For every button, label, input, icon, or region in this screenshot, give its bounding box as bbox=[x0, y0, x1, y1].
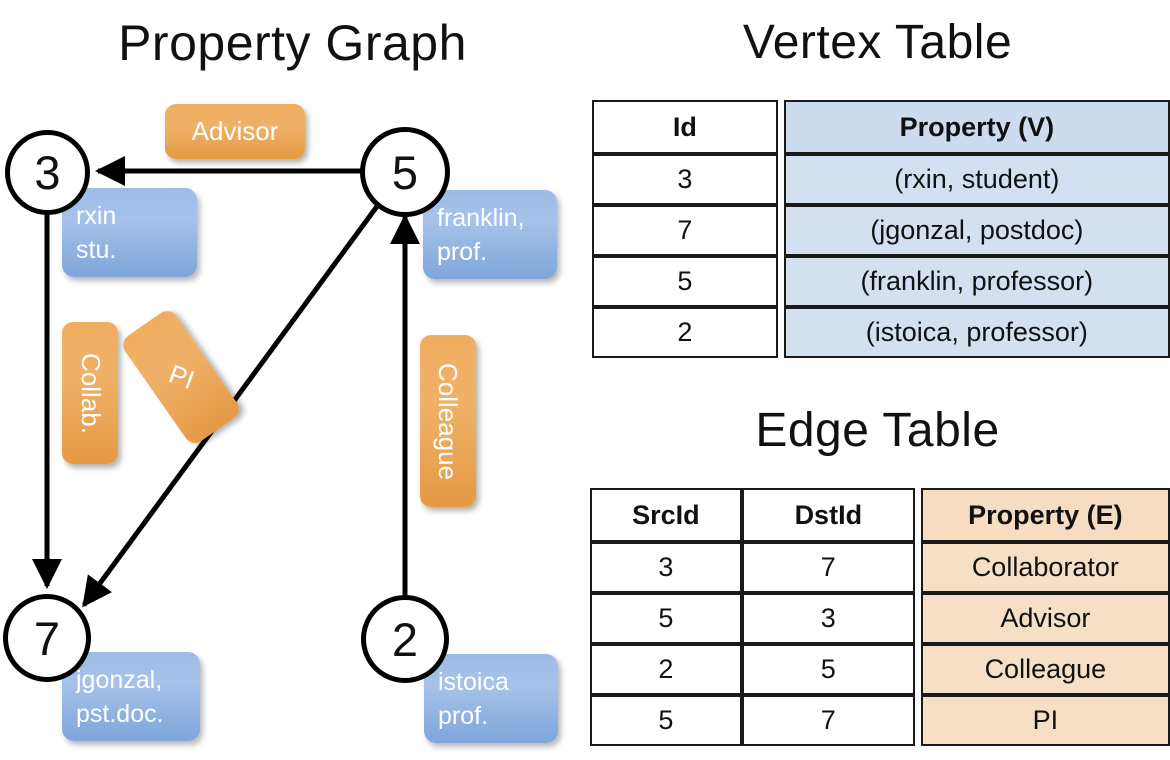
edge-row-0-src: 3 bbox=[590, 542, 742, 593]
edge-row-1-src: 5 bbox=[590, 593, 742, 644]
node-2-property-box: istoica prof. bbox=[424, 654, 558, 743]
node-2-property-line-2: prof. bbox=[438, 702, 489, 730]
vertex-row-2-id: 5 bbox=[592, 256, 778, 307]
edge-table-header-dstid: DstId bbox=[741, 488, 915, 542]
edge-label-collab-text: Collab. bbox=[75, 352, 106, 434]
node-5-property-line-1: franklin, bbox=[437, 204, 525, 232]
graph-node-5[interactable]: 5 bbox=[360, 127, 450, 217]
edge-label-colleague: Colleague bbox=[420, 335, 476, 507]
table-row: 3 7 Collaborator bbox=[590, 542, 1170, 593]
edge-row-0-dst: 7 bbox=[741, 542, 915, 593]
node-3-property-line-1: rxin bbox=[76, 202, 117, 230]
table-row: 5 7 PI bbox=[590, 695, 1170, 746]
vertex-row-1-id: 7 bbox=[592, 205, 778, 256]
vertex-table-header-id: Id bbox=[592, 100, 778, 154]
node-3-property-line-2: stu. bbox=[76, 236, 117, 264]
page-title-property-graph: Property Graph bbox=[118, 15, 467, 71]
node-7-property-line-2: pst.doc. bbox=[76, 700, 164, 728]
node-7-property-line-1: jgonzal, bbox=[76, 666, 163, 694]
vertex-row-3-property: (istoica, professor) bbox=[783, 307, 1170, 358]
vertex-row-0-property: (rxin, student) bbox=[783, 154, 1170, 205]
table-row: 2 (istoica, professor) bbox=[592, 307, 1170, 358]
table-row: 5 (franklin, professor) bbox=[592, 256, 1170, 307]
edge-table: SrcId DstId Property (E) 3 7 Collaborato… bbox=[590, 488, 1170, 746]
edge-label-advisor-text: Advisor bbox=[191, 116, 279, 146]
node-5-property-line-2: prof. bbox=[437, 238, 488, 266]
page-title-vertex-table: Vertex Table bbox=[742, 16, 1013, 69]
edge-row-3-property: PI bbox=[920, 695, 1170, 746]
graph-node-2[interactable]: 2 bbox=[361, 595, 449, 683]
edge-label-pi-text: PI bbox=[164, 358, 198, 395]
vertex-row-2-property: (franklin, professor) bbox=[783, 256, 1170, 307]
vertex-row-3-id: 2 bbox=[592, 307, 778, 358]
edge-row-1-property: Advisor bbox=[920, 593, 1170, 644]
node-7-property-box: jgonzal, pst.doc. bbox=[62, 652, 200, 741]
edge-row-2-dst: 5 bbox=[741, 644, 915, 695]
property-graph-panel: Property Graph Advisor Collab. PI Collea… bbox=[3, 15, 558, 743]
vertex-table: Id Property (V) 3 (rxin, student) 7 (jgo… bbox=[592, 100, 1170, 358]
edge-label-collab: Collab. bbox=[62, 322, 118, 464]
table-row: 3 (rxin, student) bbox=[592, 154, 1170, 205]
page-title-edge-table: Edge Table bbox=[755, 404, 1000, 457]
edge-row-1-dst: 3 bbox=[741, 593, 915, 644]
edge-label-advisor: Advisor bbox=[165, 104, 305, 159]
node-5-property-box: franklin, prof. bbox=[423, 190, 557, 279]
table-row: 7 (jgonzal, postdoc) bbox=[592, 205, 1170, 256]
edge-table-header-row: SrcId DstId Property (E) bbox=[590, 488, 1170, 542]
edge-row-0-property: Collaborator bbox=[920, 542, 1170, 593]
table-row: 5 3 Advisor bbox=[590, 593, 1170, 644]
vertex-row-1-property: (jgonzal, postdoc) bbox=[783, 205, 1170, 256]
edge-table-header-srcid: SrcId bbox=[590, 488, 742, 542]
vertex-table-header-property: Property (V) bbox=[783, 100, 1170, 154]
edge-label-colleague-text: Colleague bbox=[433, 362, 464, 480]
edge-table-header-property: Property (E) bbox=[920, 488, 1170, 542]
node-3-property-box: rxin stu. bbox=[62, 188, 197, 277]
graph-node-3[interactable]: 3 bbox=[5, 130, 90, 215]
edge-row-3-src: 5 bbox=[590, 695, 742, 746]
node-2-property-line-1: istoica bbox=[438, 668, 509, 696]
graph-node-7[interactable]: 7 bbox=[3, 594, 91, 682]
edge-row-2-src: 2 bbox=[590, 644, 742, 695]
table-row: 2 5 Colleague bbox=[590, 644, 1170, 695]
edge-row-3-dst: 7 bbox=[741, 695, 915, 746]
vertex-table-header-row: Id Property (V) bbox=[592, 100, 1170, 154]
edge-row-2-property: Colleague bbox=[920, 644, 1170, 695]
vertex-row-0-id: 3 bbox=[592, 154, 778, 205]
